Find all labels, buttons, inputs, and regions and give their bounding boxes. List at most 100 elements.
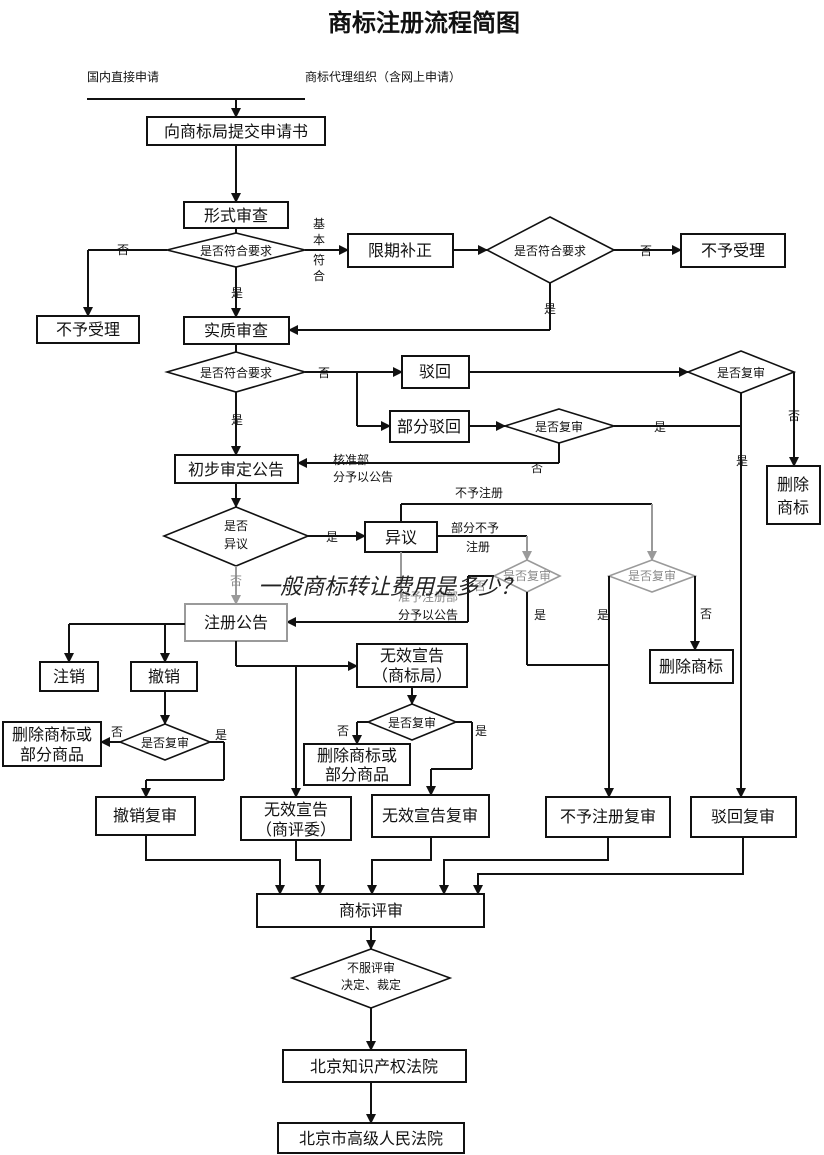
node-ip-court <box>282 1049 467 1083</box>
decision-opposition-l1: 是否 <box>224 519 248 533</box>
label-d2-no: 否 <box>640 244 652 258</box>
node-invalid-board <box>240 796 352 841</box>
decision-refuse-reg-review <box>606 559 698 593</box>
label-d7-yes: 是 <box>534 608 546 622</box>
decision-partial-review-label: 是否复审 <box>535 419 583 434</box>
node-delete-mark-right-l2: 商标 <box>777 498 809 517</box>
decision-reject-review-label: 是否复审 <box>717 365 765 380</box>
label-d10-no: 否 <box>337 724 349 738</box>
node-revoke-review <box>95 796 196 836</box>
label-basic-ok-4: 合 <box>313 268 325 283</box>
node-cancel <box>39 661 99 692</box>
node-rectify <box>347 233 454 268</box>
label-d1-yes: 是 <box>231 286 243 300</box>
node-invalid-board-l2: （商评委） <box>256 820 336 839</box>
decision-invalid-review <box>365 703 459 741</box>
node-reject-label: 驳回 <box>419 362 451 381</box>
label-d4-yes: 是 <box>736 454 748 468</box>
label-d2-yes: 是 <box>544 302 556 316</box>
label-d4-no: 否 <box>788 409 800 423</box>
label-d10-yes: 是 <box>475 724 487 738</box>
label-d1-no: 否 <box>117 243 129 257</box>
decision-opposition-l2: 异议 <box>224 537 248 551</box>
source-agency: 商标代理组织（含网上申请） <box>305 69 461 84</box>
node-not-accepted-2 <box>680 233 786 268</box>
decision-revoke-review-label: 是否复审 <box>141 735 189 750</box>
node-revoke-review-label: 撤销复审 <box>113 806 177 825</box>
connector-invalid-review <box>367 837 432 895</box>
node-delete-partial-left <box>2 721 102 767</box>
node-invalid-bureau-l2: （商标局） <box>372 666 452 685</box>
decision-formal-meets-label: 是否符合要求 <box>200 243 272 258</box>
node-reject-review <box>690 796 797 838</box>
node-not-accepted-1 <box>36 315 140 344</box>
node-substantive-review <box>183 316 290 345</box>
node-delete-mark-right-l1: 删除 <box>777 475 809 494</box>
label-d6-yes: 是 <box>326 530 338 544</box>
node-invalid-review-label: 无效宣告复审 <box>382 806 478 825</box>
node-reg-notice <box>184 603 288 642</box>
node-revoke <box>130 661 198 692</box>
node-tm-review <box>256 893 485 928</box>
node-high-court-label: 北京市高级人民法院 <box>299 1129 443 1148</box>
label-basic-ok-3: 符 <box>313 252 325 267</box>
label-d5-no: 否 <box>531 461 543 475</box>
decision-revoke-review <box>117 723 213 761</box>
label-approve-partial-2: 分予以公告 <box>333 470 393 484</box>
label-refuse-reg: 不予注册 <box>455 485 503 500</box>
node-partial-reject-label: 部分驳回 <box>397 417 461 436</box>
node-rectify-label: 限期补正 <box>368 241 432 260</box>
node-reg-notice-label: 注册公告 <box>204 613 268 632</box>
label-basic-ok-1: 基 <box>313 217 325 231</box>
node-formal-review-label: 形式审查 <box>204 206 268 225</box>
label-d7-no: 否 <box>474 579 486 593</box>
connector-revoke-review <box>145 835 285 895</box>
node-revoke-label: 撤销 <box>148 667 180 686</box>
node-reject-review-label: 驳回复审 <box>711 807 775 826</box>
label-approve-reg-partial-1: 准予注册部 <box>398 589 458 604</box>
handwritten-overlay-question: 一般商标转让费用是多少？ <box>258 575 522 600</box>
label-d8-yes: 是 <box>597 608 609 622</box>
label-basic-ok-2: 本 <box>313 233 325 247</box>
label-d3-yes: 是 <box>231 413 243 427</box>
label-partial-refuse-2: 注册 <box>466 539 490 554</box>
label-partial-refuse-1: 部分不予 <box>451 520 499 535</box>
decision-partial-refuse-review-label: 是否复审 <box>503 568 551 583</box>
decision-rectify-meets-label: 是否符合要求 <box>514 243 586 258</box>
node-tm-review-label: 商标评审 <box>339 901 403 920</box>
label-approve-reg-partial-2: 分予以公告 <box>398 608 458 622</box>
label-d9-yes: 是 <box>215 728 227 742</box>
node-not-accepted-1-label: 不予受理 <box>56 320 120 339</box>
node-invalid-bureau-l1: 无效宣告 <box>380 646 444 665</box>
connector-reject-review <box>473 837 744 895</box>
decision-disagree-l2: 决定、裁定 <box>341 977 401 992</box>
decision-refuse-reg-review-label: 是否复审 <box>628 568 676 583</box>
node-delete-mark-mid-label: 删除商标 <box>659 657 723 676</box>
node-delete-partial-mid <box>303 743 411 786</box>
decision-substantive-meets-label: 是否符合要求 <box>200 365 272 380</box>
source-domestic: 国内直接申请 <box>87 69 159 84</box>
node-cancel-label: 注销 <box>53 667 85 686</box>
chart-title: 商标注册流程简图 <box>328 9 520 37</box>
node-not-accepted-2-label: 不予受理 <box>701 241 765 260</box>
connector-invalid-board <box>295 840 325 895</box>
node-submit-label: 向商标局提交申请书 <box>164 122 308 141</box>
label-d5-yes: 是 <box>654 420 666 434</box>
node-high-court <box>277 1122 465 1154</box>
node-delete-mark-mid <box>649 649 734 684</box>
decision-invalid-review-label: 是否复审 <box>388 715 436 730</box>
node-delete-partial-mid-l2: 部分商品 <box>325 765 389 784</box>
label-d6-no: 否 <box>230 574 242 588</box>
label-approve-partial-1: 核准部 <box>333 452 369 467</box>
node-ip-court-label: 北京知识产权法院 <box>310 1057 438 1076</box>
node-partial-reject <box>389 410 470 443</box>
node-delete-partial-left-l1: 删除商标或 <box>12 725 92 744</box>
node-invalid-bureau <box>356 643 468 688</box>
decision-disagree-l1: 不服评审 <box>347 960 395 975</box>
node-submit <box>146 116 326 146</box>
label-d8-no: 否 <box>700 607 712 621</box>
label-d9-no: 否 <box>111 725 123 739</box>
node-delete-partial-mid-l1: 删除商标或 <box>317 746 397 765</box>
connector-refuse-reg-review <box>439 837 609 895</box>
